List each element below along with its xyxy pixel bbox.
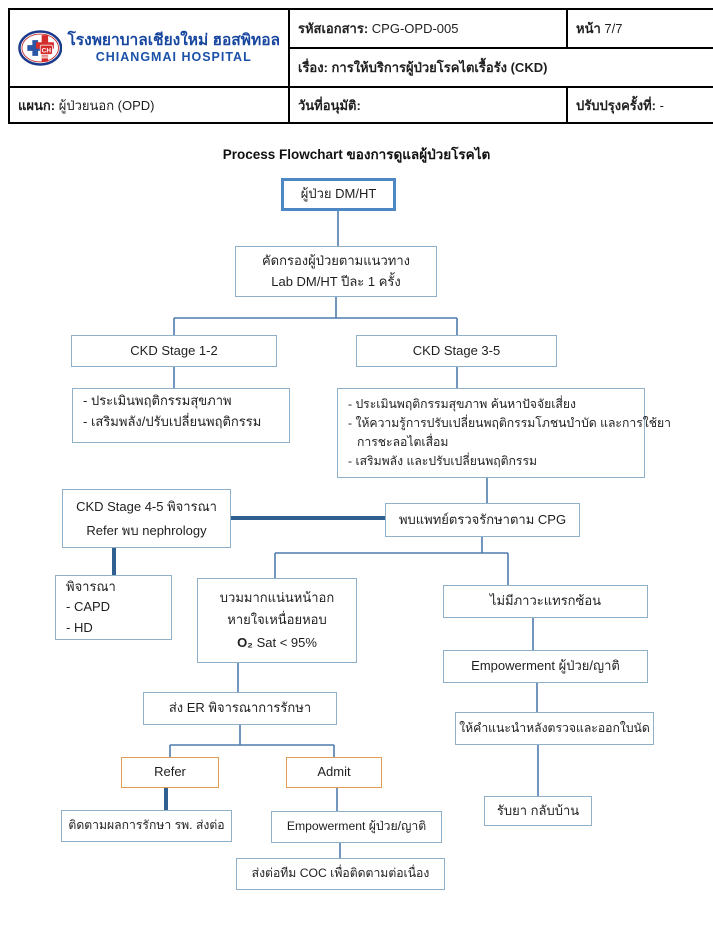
o2-sat-threshold: Sat < 95% [252, 634, 317, 650]
department-cell: แผนก: ผู้ป่วยนอก (OPD) [8, 86, 290, 124]
node-stage12-actions: - ประเมินพฤติกรรมสุขภาพ - เสริมพลัง/ปรับ… [72, 388, 290, 443]
logo-cell: CH โรงพยาบาลเชียงใหม่ ฮอสพิทอล CHIANGMAI… [8, 8, 290, 88]
node-line: - CAPD [66, 599, 111, 615]
o2-symbol: O₂ [237, 634, 253, 650]
node-ckd-stage-3-5: CKD Stage 3-5 [356, 335, 557, 367]
document-header-table: CH โรงพยาบาลเชียงใหม่ ฮอสพิทอล CHIANGMAI… [8, 8, 713, 124]
node-post-exam-advice: ให้คำแนะนำหลังตรวจและออกใบนัด [455, 712, 654, 745]
doc-code-label: รหัสเอกสาร: [298, 21, 369, 36]
node-line: - เสริมพลัง/ปรับเปลี่ยนพฤติกรรม [83, 413, 262, 429]
department-label: แผนก: [18, 97, 56, 113]
approval-date-cell: วันที่อนุมัติ: [288, 86, 568, 124]
node-line: - ประเมินพฤติกรรมสุขภาพ ค้นหาปัจจัยเสี่ย… [348, 397, 576, 412]
node-line: หายใจเหนื่อยหอบ [227, 612, 327, 628]
approval-date-label: วันที่อนุมัติ: [298, 97, 361, 113]
node-ckd-stage-4-5-refer: CKD Stage 4-5 พิจารณา Refer พบ nephrolog… [62, 489, 231, 548]
subject-cell: เรื่อง: การให้บริการผู้ป่วยโรคไตเรื้อรัง… [288, 47, 713, 88]
node-send-er: ส่ง ER พิจารณาการรักษา [143, 692, 337, 725]
node-dialysis-options: พิจารณา - CAPD - HD [55, 575, 172, 640]
node-line: - เสริมพลัง และปรับเปลี่ยนพฤติกรรม [348, 453, 538, 468]
node-followup-referral: ติดตามผลการรักษา รพ. ส่งต่อ [61, 810, 232, 842]
node-line: O₂ Sat < 95% [237, 632, 317, 654]
node-line: Refer พบ nephrology [86, 522, 207, 538]
hospital-name-english: CHIANGMAI HOSPITAL [95, 49, 252, 64]
node-empowerment-admit: Empowerment ผู้ป่วย/ญาติ [271, 811, 442, 843]
doc-code-cell: รหัสเอกสาร: CPG-OPD-005 [288, 8, 568, 49]
node-coc-team: ส่งต่อทีม COC เพื่อติดตามต่อเนื่อง [236, 858, 445, 890]
node-line: การชะลอไตเสื่อม [357, 435, 449, 449]
revision-label: ปรับปรุงครั้งที่: [576, 97, 656, 113]
flowchart-title: Process Flowchart ของการดูแลผู้ป่วยโรคไต [222, 147, 491, 162]
logo-badge: CH [42, 47, 52, 54]
node-patient-dm-ht: ผู้ป่วย DM/HT [281, 178, 396, 211]
page-number-cell: หน้า 7/7 [566, 8, 713, 49]
node-line: CKD Stage 4-5 พิจารณา [76, 499, 217, 515]
node-no-complication: ไม่มีภาวะแทรกซ้อน [443, 585, 648, 618]
node-line: - ประเมินพฤติกรรมสุขภาพ [83, 392, 232, 408]
node-line: คัดกรองผู้ป่วยตามแนวทาง [261, 252, 411, 268]
hospital-name-thai: โรงพยาบาลเชียงใหม่ ฮอสพิทอล [67, 31, 280, 49]
node-line: - ให้ความรู้การปรับเปลี่ยนพฤติกรรมโภชนบำ… [348, 416, 671, 431]
node-stage35-actions: - ประเมินพฤติกรรมสุขภาพ ค้นหาปัจจัยเสี่ย… [337, 388, 671, 478]
node-line: - HD [66, 619, 93, 635]
node-line: บวมมากแน่นหน้าอก [219, 590, 335, 606]
revision-cell: ปรับปรุงครั้งที่: - [566, 86, 713, 124]
revision-value: - [659, 97, 664, 113]
subject-label: เรื่อง: [298, 60, 328, 75]
node-emergency-symptoms: บวมมากแน่นหน้าอก หายใจเหนื่อยหอบ O₂ Sat … [197, 578, 357, 663]
node-medication-home: รับยา กลับบ้าน [484, 796, 592, 826]
node-empowerment-opd: Empowerment ผู้ป่วย/ญาติ [443, 650, 648, 683]
node-line: Lab DM/HT ปีละ 1 ครั้ง [271, 273, 401, 289]
node-admit: Admit [286, 757, 382, 788]
page-value: 7/7 [604, 21, 623, 36]
page-label: หน้า [576, 21, 601, 36]
node-screening: คัดกรองผู้ป่วยตามแนวทาง Lab DM/HT ปีละ 1… [235, 246, 437, 297]
subject-value: การให้บริการผู้ป่วยโรคไตเรื้อรัง (CKD) [331, 60, 548, 75]
node-refer: Refer [121, 757, 219, 788]
node-doctor-cpg: พบแพทย์ตรวจรักษาตาม CPG [385, 503, 580, 537]
hospital-logo-icon: CH [18, 30, 63, 66]
node-line: พิจารณา [66, 579, 116, 595]
doc-code-value: CPG-OPD-005 [371, 21, 459, 36]
department-value: ผู้ป่วยนอก (OPD) [58, 97, 155, 113]
node-ckd-stage-1-2: CKD Stage 1-2 [71, 335, 277, 367]
